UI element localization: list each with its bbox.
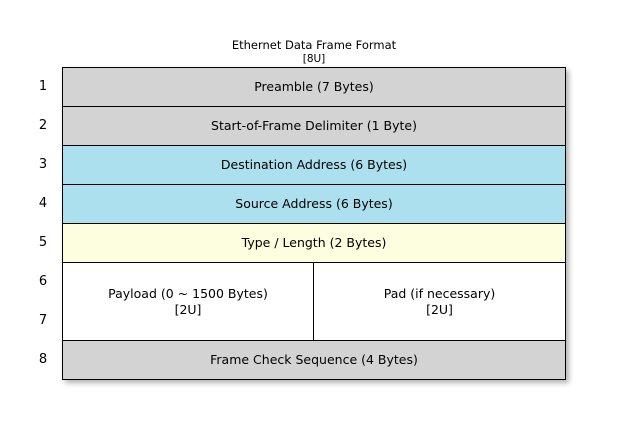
- frame-field-payload: Payload (0 ~ 1500 Bytes) [2U]: [63, 263, 314, 340]
- frame-field-row-source-address: Source Address (6 Bytes): [63, 185, 565, 224]
- frame-field-row-frame-check-sequence: Frame Check Sequence (4 Bytes): [63, 341, 565, 379]
- frame-field-row-destination-address: Destination Address (6 Bytes): [63, 146, 565, 185]
- row-index-6: 6: [38, 274, 48, 289]
- frame-field-source-address: Source Address (6 Bytes): [63, 185, 565, 223]
- row-index-5: 5: [38, 235, 48, 250]
- frame-field-frame-check-sequence: Frame Check Sequence (4 Bytes): [63, 341, 565, 379]
- row-index-3: 3: [38, 157, 48, 172]
- frame-field-payload-subscript: [2U]: [174, 301, 202, 317]
- frame-field-payload-label: Payload (0 ~ 1500 Bytes): [108, 285, 268, 301]
- frame-field-pad-subscript: [2U]: [426, 301, 453, 317]
- frame-field-row-sfd: Start-of-Frame Delimiter (1 Byte): [63, 107, 565, 146]
- frame-field-pad-label: Pad (if necessary): [383, 285, 496, 301]
- row-index-4: 4: [38, 196, 48, 211]
- row-index-gutter: 1 2 3 4 5 6 7 8: [30, 67, 56, 379]
- ethernet-frame-diagram: Preamble (7 Bytes) Start-of-Frame Delimi…: [62, 67, 566, 380]
- diagram-title-subscript: [8U]: [302, 53, 326, 65]
- frame-field-pad: Pad (if necessary) [2U]: [314, 263, 565, 340]
- frame-field-row-payload-pad: Payload (0 ~ 1500 Bytes) [2U] Pad (if ne…: [63, 263, 565, 341]
- frame-field-preamble: Preamble (7 Bytes): [63, 68, 565, 106]
- frame-field-row-preamble: Preamble (7 Bytes): [63, 68, 565, 107]
- diagram-title: Ethernet Data Frame Format: [231, 38, 397, 52]
- frame-field-start-of-frame-delimiter: Start-of-Frame Delimiter (1 Byte): [63, 107, 565, 145]
- frame-field-destination-address: Destination Address (6 Bytes): [63, 146, 565, 184]
- row-index-7: 7: [38, 313, 48, 328]
- diagram-title-block: Ethernet Data Frame Format [8U]: [62, 38, 566, 66]
- row-index-2: 2: [38, 118, 48, 133]
- frame-field-row-type-length: Type / Length (2 Bytes): [63, 224, 565, 263]
- frame-field-type-length: Type / Length (2 Bytes): [63, 224, 565, 262]
- row-index-1: 1: [38, 79, 48, 94]
- row-index-8: 8: [38, 352, 48, 367]
